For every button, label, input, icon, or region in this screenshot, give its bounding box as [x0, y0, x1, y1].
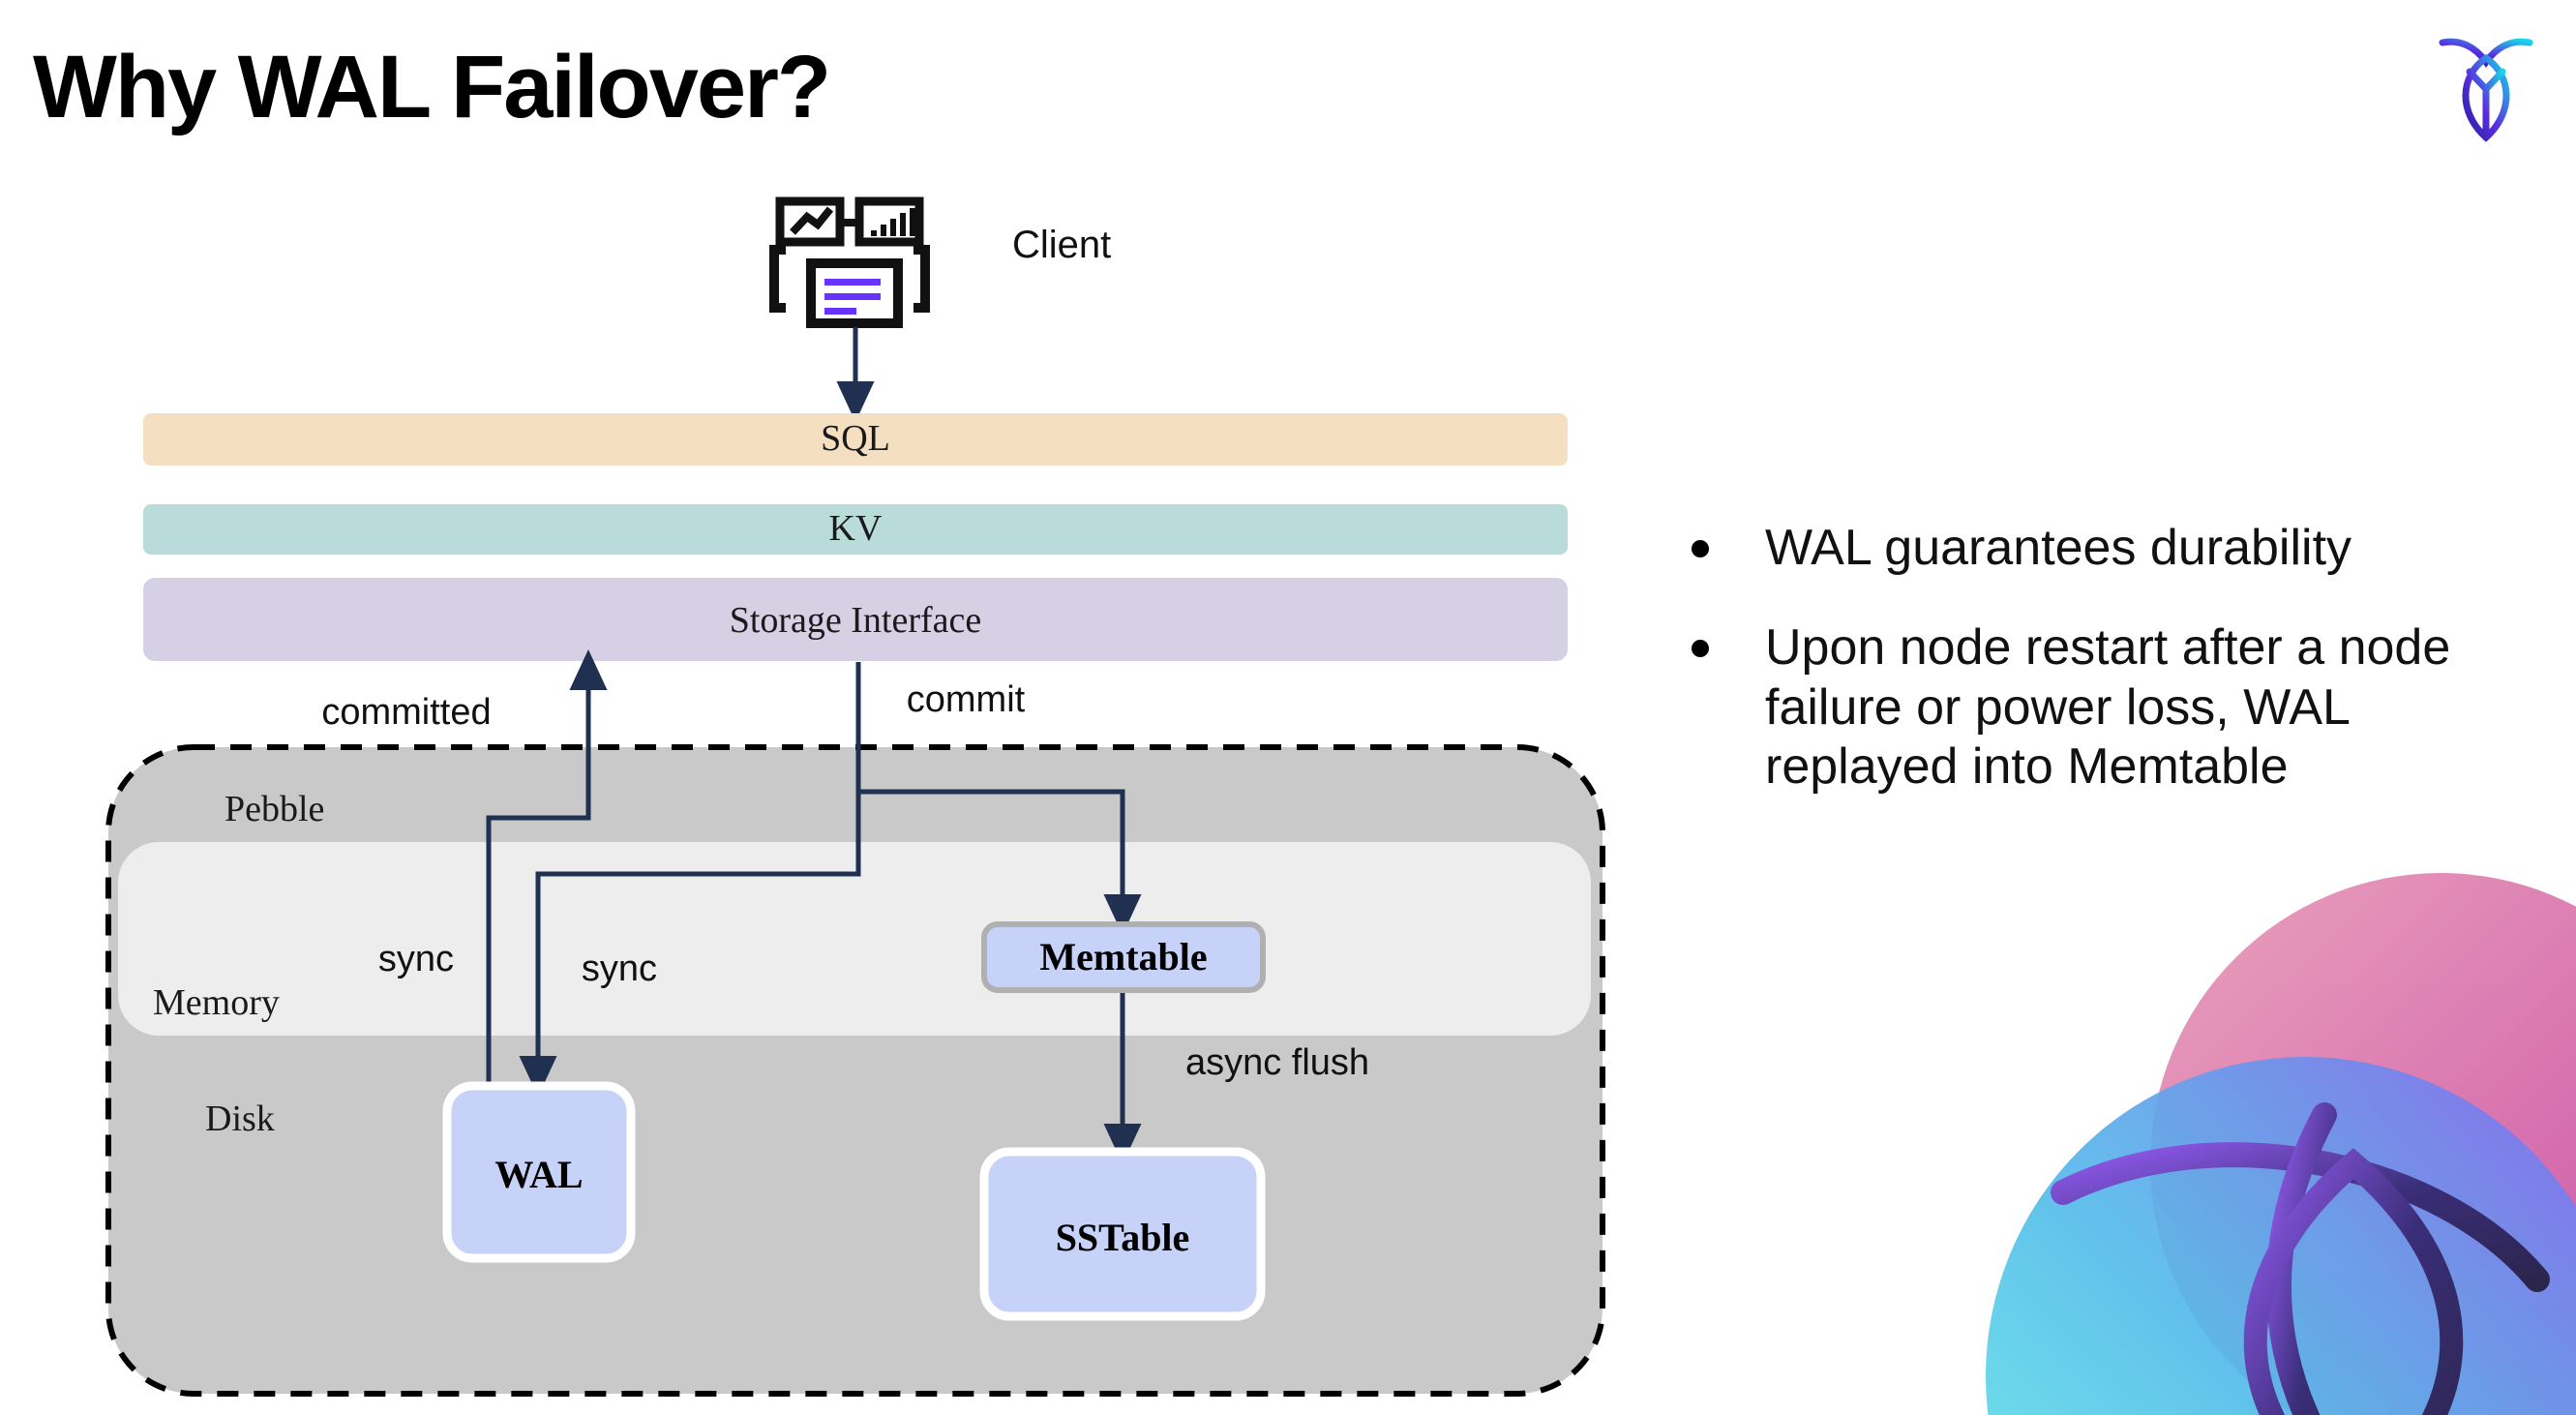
layer-bar-sql: [143, 413, 1568, 466]
decorative-logo-graphic: [1986, 873, 2576, 1415]
edge-label-sync-left: sync: [378, 939, 454, 979]
bullet-list: WAL guarantees durability Upon node rest…: [1692, 519, 2504, 837]
layer-label-sql: SQL: [821, 418, 890, 459]
edge-label-committed: committed: [321, 692, 491, 733]
bullet-text: WAL guarantees durability: [1765, 520, 2352, 576]
layer-bar-kv: [143, 504, 1568, 555]
container-label-disk: Disk: [205, 1099, 275, 1139]
layer-label-storage-interface: Storage Interface: [730, 600, 982, 641]
arrow-commit-to-memtable: [858, 789, 1142, 936]
bullet-dot-icon: [1692, 540, 1709, 557]
node-wal[interactable]: [442, 1081, 636, 1263]
list-item: Upon node restart after a node failure o…: [1692, 618, 2504, 797]
container-label-memory: Memory: [153, 982, 280, 1023]
edge-label-async-flush: async flush: [1185, 1042, 1369, 1083]
node-label-wal: WAL: [494, 1153, 583, 1196]
bullet-text: Upon node restart after a node failure o…: [1765, 619, 2451, 796]
arrow-committed: [486, 648, 608, 1086]
client-label: Client: [1012, 224, 1111, 266]
bullet-dot-icon: [1692, 640, 1709, 658]
list-item: WAL guarantees durability: [1692, 519, 2504, 578]
arrow-commit-to-wal: [519, 662, 861, 1098]
edge-label-sync-right: sync: [582, 948, 657, 989]
node-memtable[interactable]: [981, 921, 1266, 993]
cockroachdb-logo-icon: [2439, 38, 2533, 142]
edge-label-commit: commit: [907, 679, 1026, 720]
node-sstable[interactable]: [979, 1147, 1266, 1321]
container-label-pebble: Pebble: [225, 789, 324, 829]
wal-architecture-diagram: Client SQL KV Storage Interface Pebble M…: [105, 196, 1605, 1397]
client-dashboard-icon: [769, 196, 930, 328]
layer-label-kv: KV: [829, 508, 883, 549]
layer-bar-storage-interface: [143, 578, 1568, 661]
node-label-sstable: SSTable: [1056, 1216, 1190, 1259]
container-memory: [118, 842, 1591, 1036]
page-title: Why WAL Failover?: [33, 38, 831, 136]
node-label-memtable: Memtable: [1039, 935, 1207, 978]
